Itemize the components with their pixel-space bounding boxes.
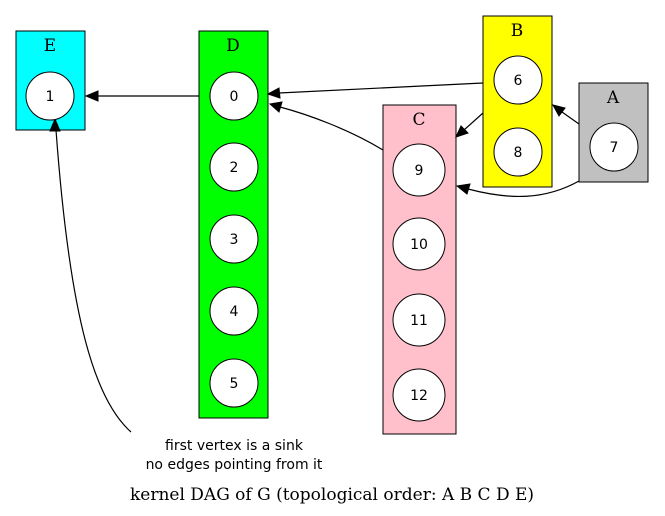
note-line-1: first vertex is a sink [165, 438, 304, 454]
nodes: 1 0 2 3 4 5 9 10 [25, 55, 639, 422]
sink-note: first vertex is a sink no edges pointing… [146, 438, 323, 473]
arrowhead-A-to-9 [455, 183, 471, 195]
svg-text:6: 6 [514, 73, 523, 89]
svg-text:0: 0 [230, 89, 239, 105]
svg-text:8: 8 [514, 145, 523, 161]
svg-text:11: 11 [410, 313, 428, 329]
node-3[interactable]: 3 [209, 214, 259, 264]
edge-A-to-9 [467, 180, 580, 198]
cluster-A-label: A [606, 88, 620, 108]
cluster-E-label: E [44, 36, 56, 56]
cluster-B-label: B [511, 21, 524, 41]
node-7[interactable]: 7 [589, 122, 639, 172]
node-5[interactable]: 5 [209, 358, 259, 408]
svg-text:4: 4 [230, 304, 239, 320]
node-4[interactable]: 4 [209, 286, 259, 336]
svg-text:7: 7 [610, 140, 619, 156]
edge-C-to-0 [279, 106, 384, 151]
arrowhead-B-to-9 [455, 125, 469, 138]
node-1[interactable]: 1 [25, 71, 75, 121]
node-2[interactable]: 2 [209, 142, 259, 192]
note-line-2: no edges pointing from it [146, 457, 323, 473]
edge-B-to-9 [463, 112, 484, 131]
cluster-D-label: D [226, 36, 240, 56]
node-12[interactable]: 12 [392, 368, 446, 422]
edge-A-to-6 [561, 111, 580, 125]
edges [49, 82, 580, 433]
node-10[interactable]: 10 [392, 217, 446, 271]
edge-B-to-0 [278, 82, 484, 94]
svg-text:9: 9 [415, 163, 424, 179]
node-9[interactable]: 9 [392, 143, 446, 197]
svg-text:10: 10 [410, 237, 428, 253]
node-8[interactable]: 8 [493, 127, 543, 177]
cluster-C-label: C [412, 110, 425, 130]
node-6[interactable]: 6 [493, 55, 543, 105]
node-11[interactable]: 11 [392, 293, 446, 347]
arrowhead-note-to-1 [49, 117, 61, 132]
edge-note-to-1 [55, 129, 132, 433]
arrowhead-D-to-1 [84, 90, 99, 102]
arrowhead-A-to-6 [552, 104, 566, 117]
node-0[interactable]: 0 [209, 71, 259, 121]
svg-text:3: 3 [230, 232, 239, 248]
diagram-caption: kernel DAG of G (topological order: A B … [130, 485, 534, 505]
arrowhead-C-to-0 [268, 101, 283, 113]
arrowhead-B-to-0 [266, 87, 281, 99]
svg-text:12: 12 [410, 388, 428, 404]
svg-text:5: 5 [230, 376, 239, 392]
svg-text:2: 2 [230, 160, 239, 176]
svg-text:1: 1 [46, 89, 55, 105]
